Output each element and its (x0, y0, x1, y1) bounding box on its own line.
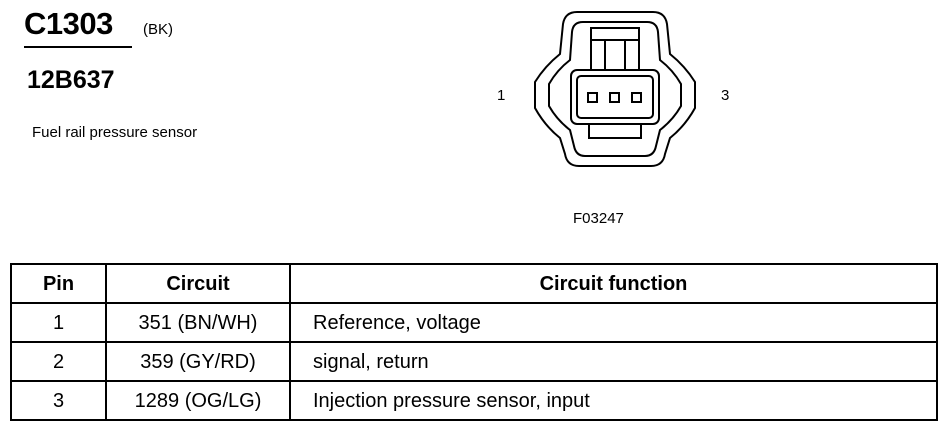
part-number: 12B637 (27, 66, 115, 94)
connector-inner-housing (548, 21, 682, 157)
circuit-cell: 1289 (OG/LG) (105, 380, 291, 421)
circuit-cell: 359 (GY/RD) (105, 341, 291, 382)
pin-cell: 2 (10, 341, 107, 382)
connector-color-code: (BK) (143, 21, 173, 38)
connector-id: C1303 (24, 6, 113, 41)
connector-terminal-body (570, 69, 660, 125)
connector-outer-housing (534, 11, 696, 167)
pin-cavity-1 (587, 92, 598, 103)
pin-cavity-2 (609, 92, 620, 103)
pin-cavity-3 (631, 92, 642, 103)
connector-latch (590, 27, 640, 71)
pin-cell: 3 (10, 380, 107, 421)
pin-cell: 1 (10, 302, 107, 343)
pin-3-label: 3 (721, 87, 730, 104)
header-circuit: Circuit (105, 263, 291, 304)
function-cell: signal, return (289, 341, 938, 382)
header-circuit-function: Circuit function (289, 263, 938, 304)
pin-circuit-table: Pin Circuit Circuit function 1 351 (BN/W… (10, 263, 938, 421)
table-row: 3 1289 (OG/LG) Injection pressure sensor… (10, 380, 938, 421)
connector-bottom-lip (588, 124, 642, 139)
connector-terminal-face (576, 75, 654, 119)
circuit-cell: 351 (BN/WH) (105, 302, 291, 343)
table-header-row: Pin Circuit Circuit function (10, 263, 938, 304)
table-row: 2 359 (GY/RD) signal, return (10, 341, 938, 382)
connector-face-diagram (534, 11, 696, 167)
connector-id-underline (24, 46, 132, 48)
component-description: Fuel rail pressure sensor (32, 124, 198, 141)
function-cell: Injection pressure sensor, input (289, 380, 938, 421)
function-cell: Reference, voltage (289, 302, 938, 343)
pin-1-label: 1 (497, 87, 506, 104)
table-row: 1 351 (BN/WH) Reference, voltage (10, 302, 938, 343)
header-pin: Pin (10, 263, 107, 304)
figure-code: F03247 (573, 210, 624, 227)
